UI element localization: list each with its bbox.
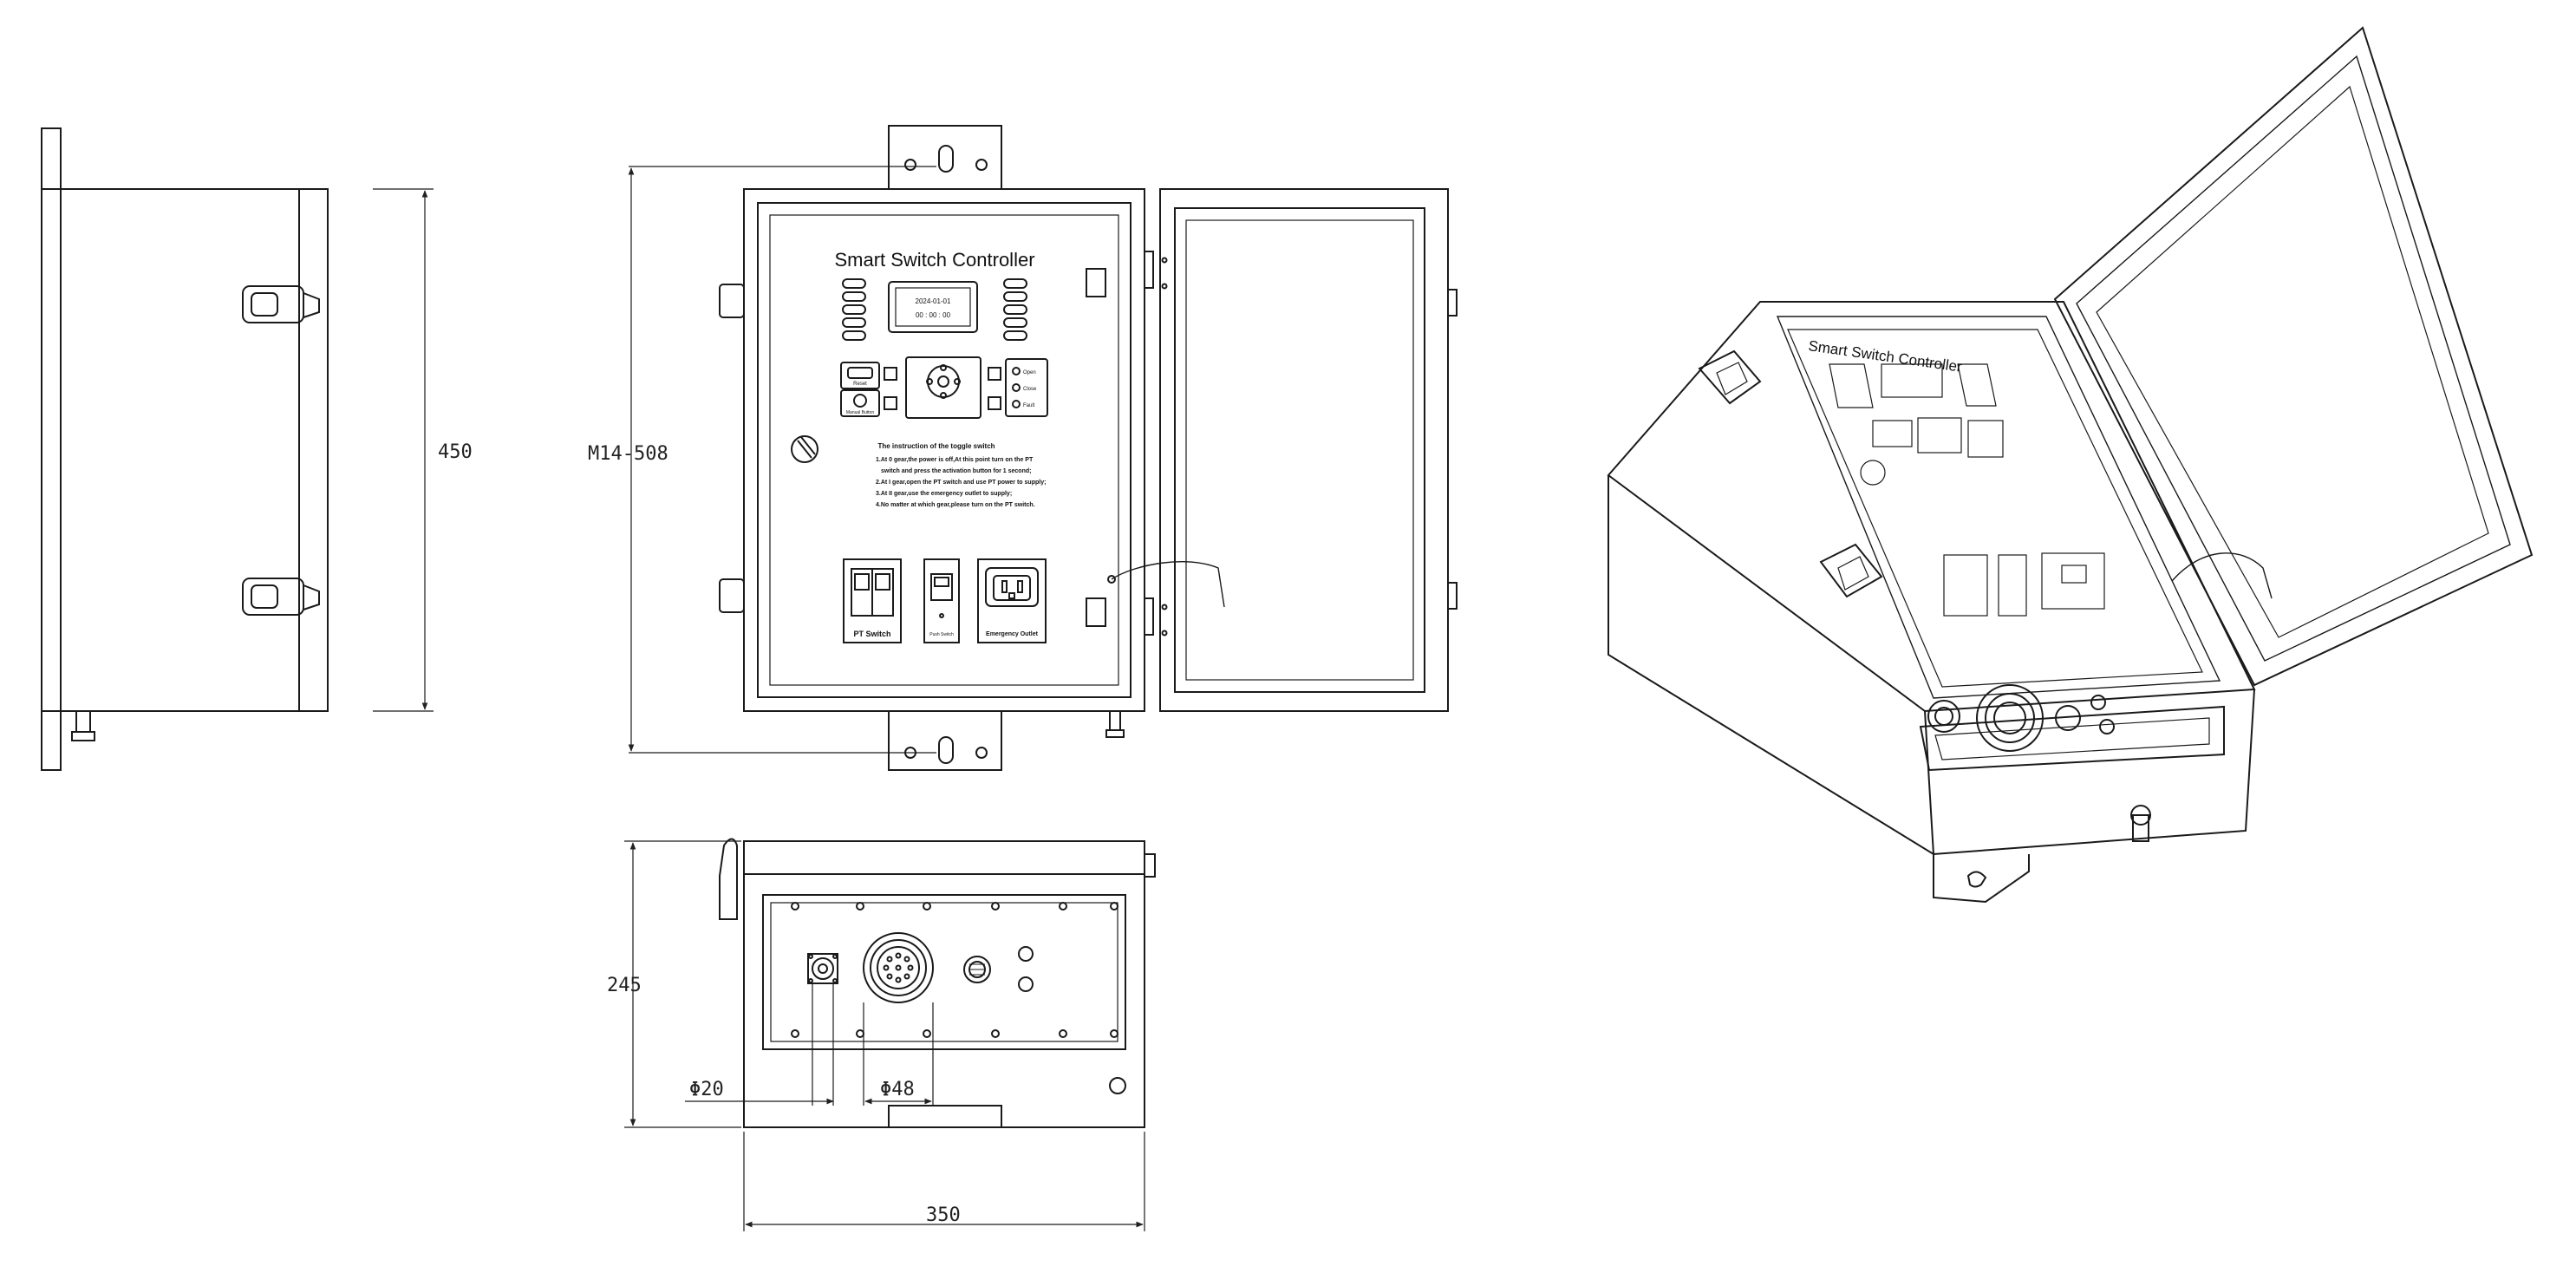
dim-245: 245 — [607, 975, 642, 996]
keypad — [905, 356, 981, 419]
instruction-line: switch and press the activation button f… — [881, 468, 1031, 474]
dim-350: 350 — [926, 1204, 961, 1226]
mounting-bracket-icon — [888, 710, 1002, 771]
aviation-connector-icon — [863, 932, 934, 1003]
side-view — [41, 127, 434, 771]
instruction-line: 1.At 0 gear,the power is off,At this poi… — [876, 457, 1034, 463]
bottom-view — [624, 838, 1156, 1231]
pt-switch-label: PT Switch — [853, 630, 890, 638]
dim-450: 450 — [438, 441, 473, 463]
aviation-connector-icon — [807, 953, 838, 984]
instruction-line: 4.No matter at which gear,please turn on… — [876, 502, 1035, 508]
right-button-column — [1003, 278, 1027, 341]
dim-diameter-20: Φ20 — [689, 1079, 724, 1100]
serial-port — [840, 362, 880, 389]
power-socket-icon — [977, 558, 1047, 643]
push-switch — [923, 558, 960, 643]
panel-title: Smart Switch Controller — [834, 249, 1034, 271]
door-view — [1159, 188, 1458, 712]
mounting-bracket-icon — [888, 125, 1002, 190]
dim-diameter-48: Φ48 — [880, 1079, 915, 1100]
push-switch-label: Push Switch — [929, 632, 954, 637]
emergency-outlet-label: Emergency Outlet — [986, 631, 1039, 637]
latch-icon — [719, 838, 738, 920]
latch-icon — [242, 285, 320, 323]
reset-label: Reset — [853, 382, 867, 387]
dim-m14-508: M14-508 — [588, 443, 668, 465]
left-button-column — [842, 278, 866, 341]
instruction-title: The instruction of the toggle switch — [877, 442, 995, 450]
led-open-label: Open — [1023, 370, 1036, 375]
led-fault-label: Fault — [1023, 403, 1035, 408]
instruction-line: 2.At I gear,open the PT switch and use P… — [876, 480, 1046, 486]
pt-switch — [843, 558, 902, 643]
front-view — [628, 125, 1225, 771]
lcd-date: 2024-01-01 — [916, 297, 951, 305]
instruction-line: 3.At II gear,use the emergency outlet to… — [876, 491, 1012, 497]
manual-button-label: Manual Button — [846, 410, 874, 415]
vent-plug — [963, 956, 991, 983]
toggle-switch-icon — [791, 435, 818, 463]
lcd-time: 00 : 00 : 00 — [916, 311, 951, 319]
dimension-labels: 450 M14-508 245 350 Φ20 Φ48 — [438, 441, 961, 1226]
latch-icon — [242, 578, 320, 616]
lcd-display — [888, 281, 978, 333]
led-close-label: Close — [1023, 387, 1037, 392]
status-leds — [1005, 358, 1048, 417]
manual-button — [840, 389, 880, 417]
isometric-view — [1607, 26, 2534, 904]
